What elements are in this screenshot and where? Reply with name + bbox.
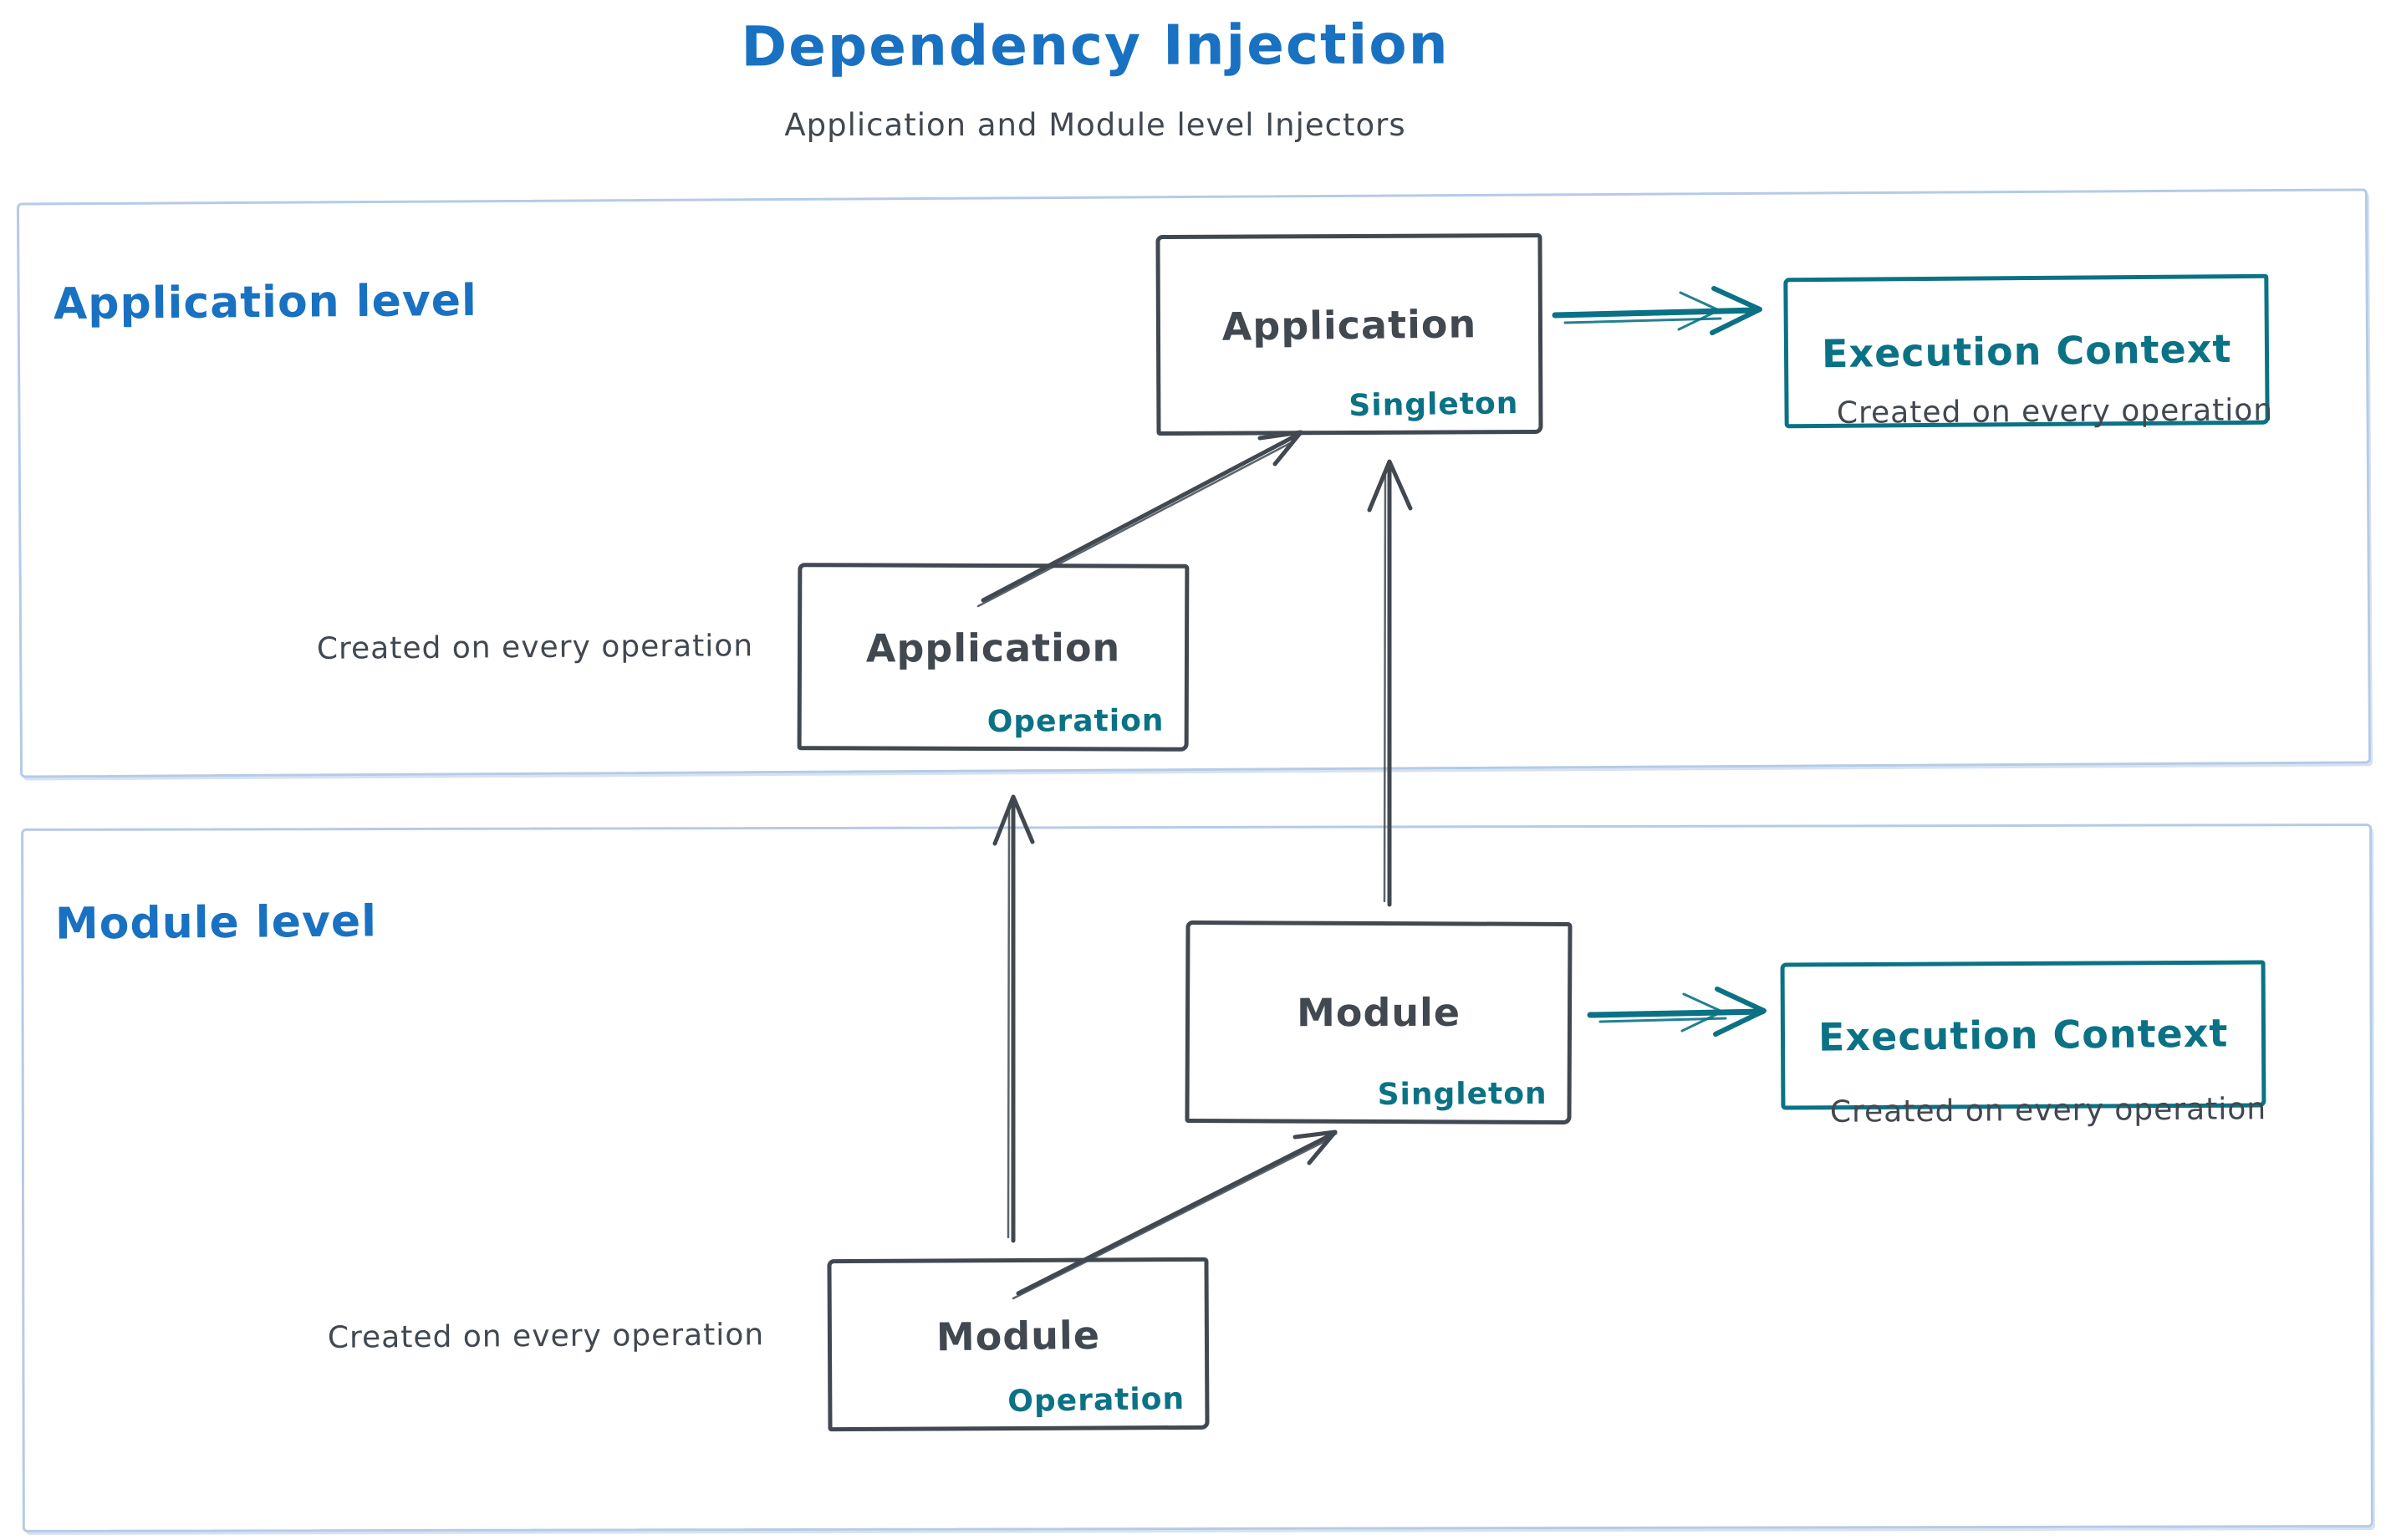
- application-operation-title: Application: [865, 625, 1121, 671]
- application-operation-node: Application Operation: [797, 563, 1190, 752]
- diagram-title: Dependency Injection: [741, 12, 1450, 79]
- module-execution-context-label: Execution Context: [1818, 1010, 2229, 1060]
- module-singleton-node: Module Singleton: [1185, 920, 1573, 1125]
- application-operation-scope-badge: Operation: [987, 703, 1165, 740]
- application-execution-context-label: Execution Context: [1821, 325, 2232, 377]
- caption-module-operation: Created on every operation: [327, 1318, 765, 1355]
- module-level-label: Module level: [54, 896, 378, 950]
- caption-application-operation: Created on every operation: [316, 629, 754, 666]
- module-operation-scope-badge: Operation: [1007, 1381, 1185, 1420]
- module-operation-title: Module: [936, 1312, 1101, 1360]
- application-level-label: Application level: [53, 275, 478, 330]
- caption-module-execution-context: Created on every operation: [1829, 1092, 2267, 1130]
- module-singleton-scope-badge: Singleton: [1377, 1076, 1547, 1113]
- module-execution-context-box: Execution Context: [1780, 960, 2266, 1110]
- application-singleton-title: Application: [1221, 300, 1477, 349]
- application-singleton-scope-badge: Singleton: [1348, 386, 1519, 424]
- module-singleton-title: Module: [1296, 990, 1461, 1036]
- module-operation-node: Module Operation: [827, 1257, 1210, 1432]
- caption-application-execution-context: Created on every operation: [1836, 393, 2274, 431]
- application-singleton-node: Application Singleton: [1155, 232, 1543, 436]
- diagram-subtitle: Application and Module level Injectors: [784, 107, 1406, 143]
